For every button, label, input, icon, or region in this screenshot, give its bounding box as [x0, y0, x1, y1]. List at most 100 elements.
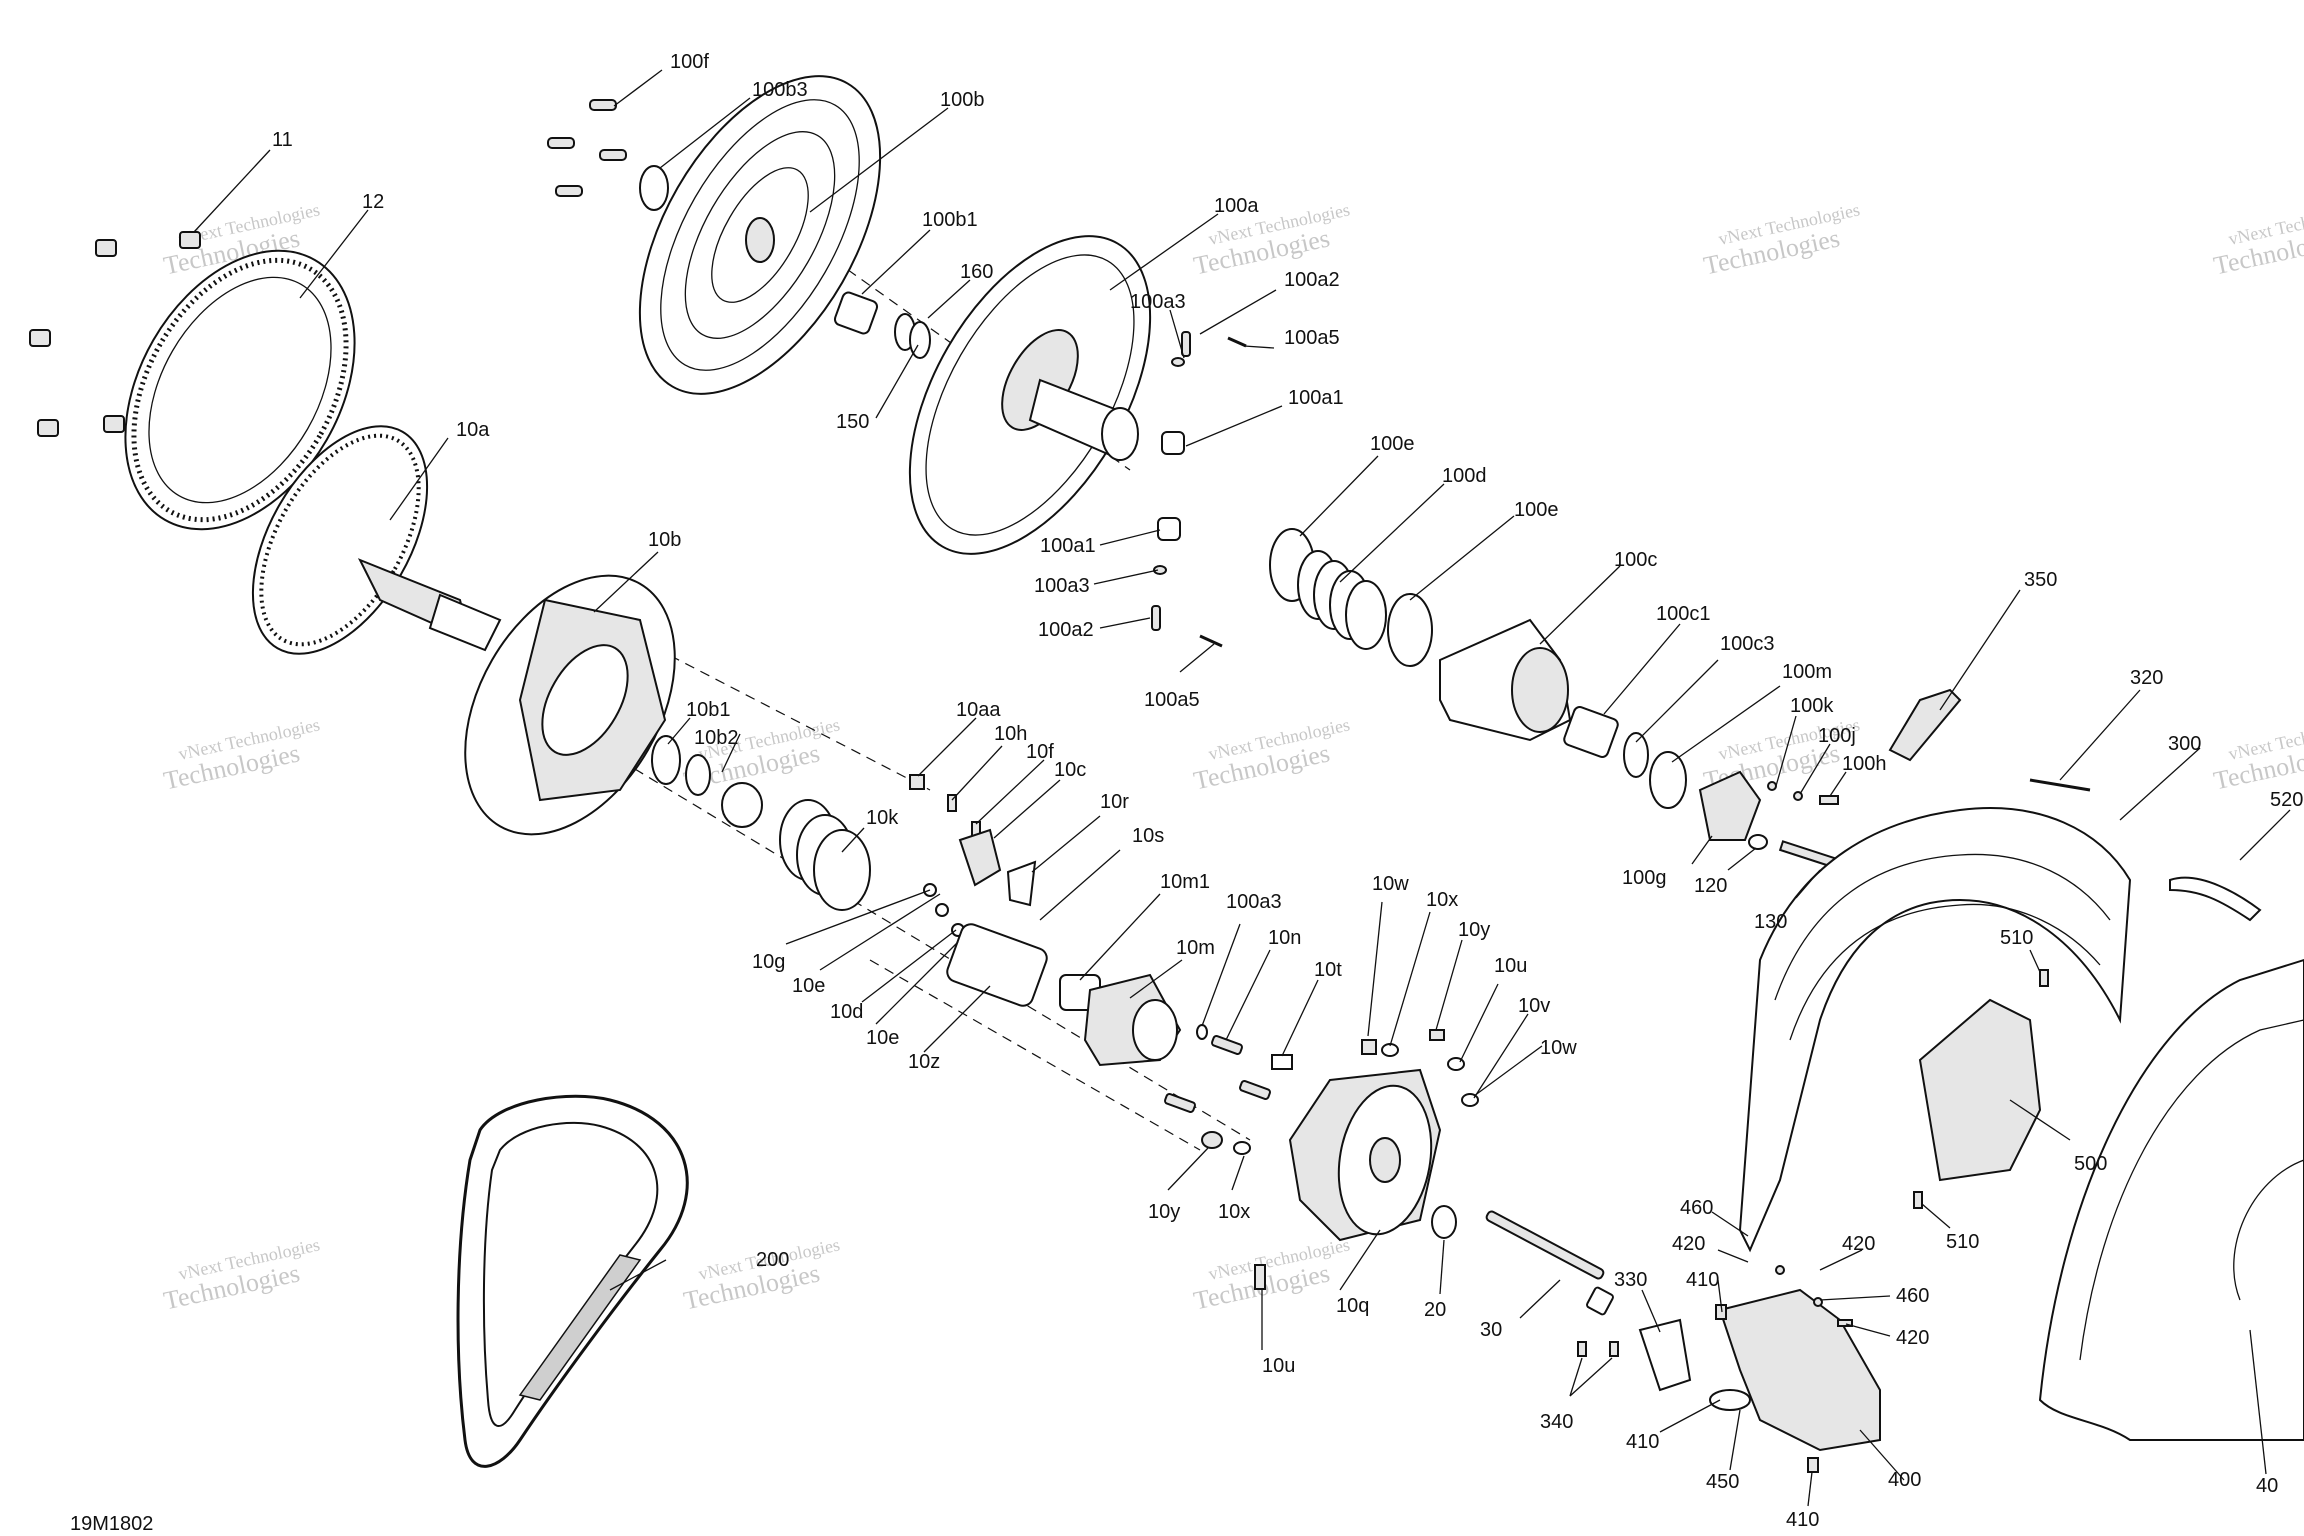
callout-100c3: 100c3	[1720, 633, 1775, 655]
callout-120: 120	[1694, 875, 1727, 897]
drive-shaft-part	[251, 425, 502, 655]
callout-100m: 100m	[1782, 661, 1832, 683]
lower-bracket-part	[1577, 1265, 1881, 1473]
callout-100b1: 100b1	[922, 209, 978, 231]
callout-10b2: 10b2	[694, 727, 739, 749]
callout-10e-b: 10e	[866, 1027, 899, 1049]
fixed-sheave-part	[638, 75, 882, 395]
callout-10f: 10f	[1026, 741, 1054, 763]
callout-10d: 10d	[830, 1001, 863, 1023]
callout-10b1: 10b1	[686, 699, 731, 721]
spider-part	[1059, 973, 1182, 1067]
callout-10s: 10s	[1132, 825, 1164, 847]
belt-guard-part	[1738, 807, 2132, 1253]
spider-fasteners-part	[1164, 1024, 1479, 1290]
callout-350: 350	[2024, 569, 2057, 591]
callout-10x-top: 10x	[1426, 889, 1458, 911]
callout-10m1: 10m1	[1160, 871, 1210, 893]
hub-10q-part	[1288, 1068, 1442, 1242]
callout-100a: 100a	[1214, 195, 1259, 217]
callout-10g: 10g	[752, 951, 785, 973]
callout-100c1: 100c1	[1656, 603, 1711, 625]
callout-100a5-mid: 100a5	[1144, 689, 1200, 711]
sheave-pins-part	[547, 99, 627, 197]
bushing-and-rings-part	[639, 165, 931, 359]
drive-belt-part	[456, 1094, 689, 1468]
callout-400: 400	[1888, 1469, 1921, 1491]
callout-420-a: 420	[1672, 1233, 1705, 1255]
callout-100e-mid: 100e	[1514, 499, 1559, 521]
callout-100a1-top: 100a1	[1288, 387, 1344, 409]
callout-100a5-top: 100a5	[1284, 327, 1340, 349]
driven-spring-part	[1269, 528, 1433, 667]
drawing-code: 19M1802	[70, 1513, 153, 1535]
callout-10y-low: 10y	[1148, 1201, 1180, 1223]
driven-pulley-hardware-part	[1698, 770, 1851, 873]
callout-200: 200	[756, 1249, 789, 1271]
callout-100a3-top: 100a3	[1130, 291, 1186, 313]
drive-spring-part	[779, 799, 871, 911]
callout-160: 160	[960, 261, 993, 283]
callout-12: 12	[362, 191, 384, 213]
callout-100b3: 100b3	[752, 79, 808, 101]
callout-100k: 100k	[1790, 695, 1834, 717]
cam-part	[1439, 618, 1572, 742]
callout-10e-a: 10e	[792, 975, 825, 997]
ring-gear-part	[124, 249, 356, 531]
callout-10aa: 10aa	[956, 699, 1001, 721]
callout-10w-top: 10w	[1372, 873, 1409, 895]
callout-10y-top: 10y	[1458, 919, 1490, 941]
callout-labels: 100f 100b3 100b 11 12 100b1 160 100a 100…	[272, 51, 2303, 1531]
callout-10m: 10m	[1176, 937, 1215, 959]
flyweight-arm-part	[923, 828, 1037, 937]
movable-sheave-part	[908, 235, 1152, 555]
flywheel-bolts-part	[29, 231, 201, 437]
callout-10n: 10n	[1268, 927, 1301, 949]
callout-420-c: 420	[1896, 1327, 1929, 1349]
retaining-bolt-part	[1431, 1205, 1614, 1316]
callout-10x-low: 10x	[1218, 1201, 1250, 1223]
callout-500: 500	[2074, 1153, 2107, 1175]
callout-40: 40	[2256, 1475, 2278, 1497]
callout-100e-top: 100e	[1370, 433, 1415, 455]
callout-450: 450	[1706, 1471, 1739, 1493]
guard-accessories-part	[1888, 688, 2262, 922]
callout-460-b: 460	[1896, 1285, 1929, 1307]
bushing-10z-part	[946, 923, 1048, 1007]
callout-30: 30	[1480, 1319, 1502, 1341]
callout-10t: 10t	[1314, 959, 1342, 981]
callout-100f: 100f	[670, 51, 709, 73]
callout-10u-top: 10u	[1494, 955, 1527, 977]
callout-100a2-top: 100a2	[1284, 269, 1340, 291]
callout-520: 520	[2270, 789, 2303, 811]
callout-10v: 10v	[1518, 995, 1550, 1017]
callout-100a3-low: 100a3	[1226, 891, 1282, 913]
callout-300: 300	[2168, 733, 2201, 755]
callout-320: 320	[2130, 667, 2163, 689]
callout-10h: 10h	[994, 723, 1027, 745]
callout-100j: 100j	[1818, 725, 1856, 747]
callout-100c: 100c	[1614, 549, 1657, 571]
callout-100a2-mid: 100a2	[1038, 619, 1094, 641]
callout-460-a: 460	[1680, 1197, 1713, 1219]
callout-410-c: 410	[1786, 1509, 1819, 1531]
callout-100a1-mid: 100a1	[1040, 535, 1096, 557]
callout-10q: 10q	[1336, 1295, 1369, 1317]
callout-150: 150	[836, 411, 869, 433]
callout-20: 20	[1424, 1299, 1446, 1321]
pulley-cover-part	[2038, 958, 2304, 1441]
callout-100h: 100h	[1842, 753, 1887, 775]
callout-100a3-mid: 100a3	[1034, 575, 1090, 597]
callout-330: 330	[1614, 1269, 1647, 1291]
callout-10z: 10z	[908, 1051, 940, 1073]
cam-bushing-rings-part	[1563, 706, 1687, 809]
callout-10c: 10c	[1054, 759, 1086, 781]
leader-lines	[193, 69, 2291, 1507]
callout-11: 11	[272, 129, 293, 151]
callout-340: 340	[1540, 1411, 1573, 1433]
drive-pulley-housing-part	[464, 574, 676, 836]
callout-10r: 10r	[1100, 791, 1129, 813]
callout-410-a: 410	[1686, 1269, 1719, 1291]
drive-pulley-small-parts	[651, 735, 981, 839]
